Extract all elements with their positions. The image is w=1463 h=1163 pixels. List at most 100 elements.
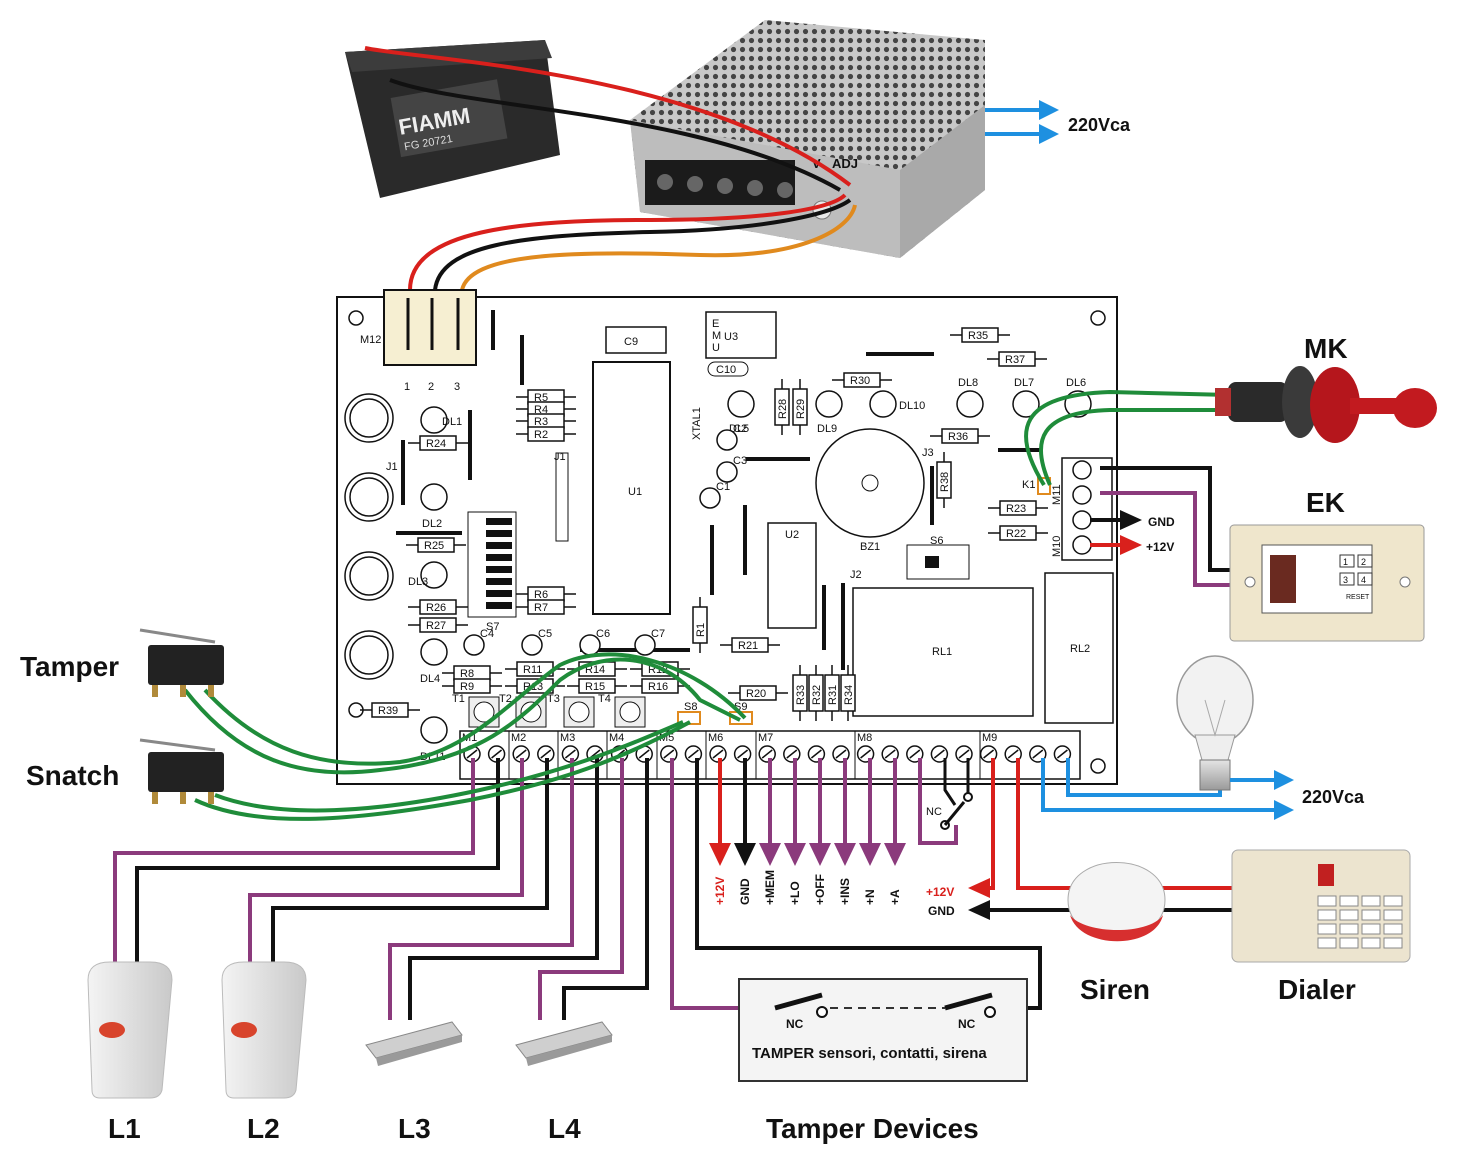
resistor-label: R3 bbox=[534, 416, 548, 428]
output-arrow bbox=[809, 843, 831, 866]
u3-label: U3 bbox=[724, 331, 738, 343]
led bbox=[727, 390, 755, 418]
terminal-screw-slot bbox=[1056, 749, 1068, 759]
output-arrow bbox=[759, 843, 781, 866]
resistor-body bbox=[999, 500, 1037, 516]
resistor-body bbox=[961, 327, 999, 343]
psu-adj-label: ADJ bbox=[832, 156, 858, 171]
bz1-label: BZ1 bbox=[860, 541, 880, 553]
resistor-body bbox=[824, 674, 840, 712]
resistor-label: R33 bbox=[795, 685, 807, 705]
resistor-body bbox=[998, 351, 1036, 367]
resistor-body bbox=[527, 599, 565, 615]
mk-label: MK bbox=[1304, 333, 1348, 364]
j3-label: J3 bbox=[922, 447, 934, 459]
terminal-block-label: M2 bbox=[511, 732, 526, 744]
resistor-label: R6 bbox=[534, 589, 548, 601]
led-label: DL4 bbox=[420, 673, 440, 685]
resistor-label: R36 bbox=[948, 431, 968, 443]
terminal-screw-slot bbox=[466, 749, 478, 759]
dialer-key bbox=[1383, 909, 1403, 921]
m10-label: M10 bbox=[1051, 536, 1063, 557]
snatch-label: Snatch bbox=[26, 760, 119, 791]
dialer-key bbox=[1361, 923, 1381, 935]
resistor-label: R15 bbox=[585, 681, 605, 693]
ek-key-4: 4 bbox=[1361, 575, 1366, 585]
key-switch: MK bbox=[1215, 333, 1437, 443]
c10-label: C10 bbox=[716, 364, 736, 376]
led bbox=[420, 406, 448, 434]
siren-gnd-label: GND bbox=[928, 904, 955, 918]
field-wires bbox=[113, 389, 1280, 1020]
terminal-screw-slot bbox=[810, 749, 822, 759]
trimmer-label: T3 bbox=[547, 693, 560, 705]
resistor-label: R8 bbox=[460, 668, 474, 680]
dialer-key bbox=[1339, 895, 1359, 907]
terminal-block-label: M6 bbox=[708, 732, 723, 744]
pir-sensor-l2: L2 bbox=[221, 961, 307, 1144]
terminal-block-label: M4 bbox=[609, 732, 624, 744]
resistor-body bbox=[739, 685, 777, 701]
c9-label: C9 bbox=[624, 336, 638, 348]
u3-pin-e: E bbox=[712, 318, 719, 330]
m12-pin-2: 2 bbox=[428, 381, 434, 393]
output-label: +MEM bbox=[763, 870, 777, 905]
output-label: +OFF bbox=[813, 874, 827, 905]
dialer-key bbox=[1317, 923, 1337, 935]
resistor-label: R7 bbox=[534, 602, 548, 614]
output-arrow bbox=[884, 843, 906, 866]
resistor-body bbox=[453, 678, 491, 694]
u1-label: U1 bbox=[628, 486, 642, 498]
j1-label: J1 bbox=[386, 461, 398, 473]
m12-label: M12 bbox=[360, 334, 381, 346]
resistor-body bbox=[843, 372, 881, 388]
output-arrow bbox=[734, 843, 756, 866]
resistor-label: R4 bbox=[534, 404, 548, 416]
terminal-screw-slot bbox=[958, 749, 970, 759]
resistor-body bbox=[840, 674, 856, 712]
terminal-block-label: M7 bbox=[758, 732, 773, 744]
resistor-label: R26 bbox=[426, 602, 446, 614]
output-label: GND bbox=[738, 878, 752, 905]
resistor-label: R34 bbox=[843, 685, 855, 705]
terminal-screw-slot bbox=[983, 749, 995, 759]
dialer-key bbox=[1383, 895, 1403, 907]
terminal-screw-slot bbox=[860, 749, 872, 759]
s8-label: S8 bbox=[684, 701, 697, 713]
mains-input-psu: 220Vca bbox=[985, 100, 1131, 144]
capacitor-label: C5 bbox=[538, 628, 552, 640]
trimmer-label: T4 bbox=[598, 693, 611, 705]
dialer-key bbox=[1361, 895, 1381, 907]
terminal-screw-slot bbox=[712, 749, 724, 759]
resistor-label: R29 bbox=[795, 399, 807, 419]
relay-nc-contact: NC bbox=[926, 758, 973, 830]
resistor-label: R16 bbox=[648, 681, 668, 693]
capacitor-label: C6 bbox=[596, 628, 610, 640]
trimmer-knob bbox=[473, 701, 495, 723]
capacitor-label: C3 bbox=[733, 455, 747, 467]
led bbox=[420, 638, 448, 666]
resistor-label: R39 bbox=[378, 705, 398, 717]
terminal-screw-slot bbox=[786, 749, 798, 759]
led-label: DL6 bbox=[1066, 377, 1086, 389]
led bbox=[1012, 390, 1040, 418]
ek-key-3: 3 bbox=[1343, 575, 1348, 585]
capacitor bbox=[716, 461, 738, 483]
output-label: +A bbox=[888, 889, 902, 905]
k1-label: K1 bbox=[1022, 479, 1035, 491]
dialer-key bbox=[1361, 909, 1381, 921]
m12-pin-1: 1 bbox=[404, 381, 410, 393]
trimmer-label: T2 bbox=[499, 693, 512, 705]
ek-reset-label: RESET bbox=[1346, 594, 1370, 601]
ek-key-1: 1 bbox=[1343, 557, 1348, 567]
led-label: DL1 bbox=[442, 416, 462, 428]
l2-label: L2 bbox=[247, 1113, 280, 1144]
output-label: +12V bbox=[713, 877, 727, 905]
m11-label: M11 bbox=[1051, 484, 1063, 505]
l1-label: L1 bbox=[108, 1113, 141, 1144]
capacitor bbox=[463, 634, 485, 656]
terminal-block-label: M8 bbox=[857, 732, 872, 744]
terminal-screw-slot bbox=[909, 749, 921, 759]
terminal-block-label: M9 bbox=[982, 732, 997, 744]
supply-wires bbox=[364, 46, 857, 291]
